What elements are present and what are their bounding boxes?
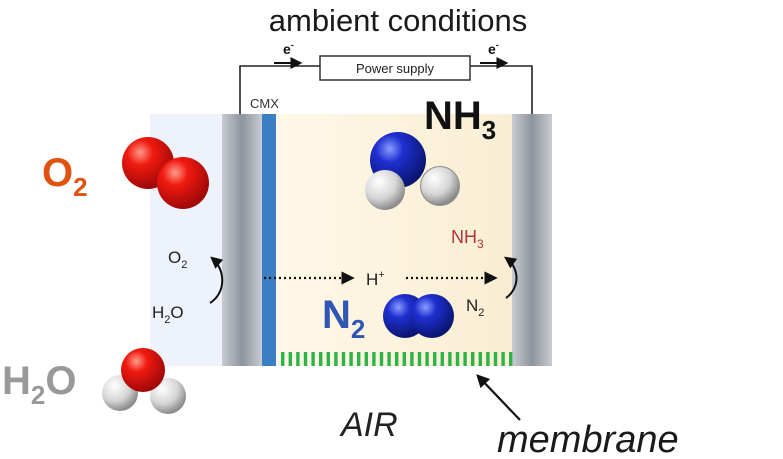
membrane-stripe [471,352,475,366]
membrane-stripe [334,352,338,366]
svg-text:e-: e- [488,40,499,57]
h2o-big-label: H2O [2,359,76,410]
membrane-stripe [357,352,361,366]
membrane-stripe [395,352,399,366]
air-membrane-stripes [281,352,513,366]
membrane-stripe [311,352,315,366]
membrane-stripe [364,352,368,366]
membrane-stripe [493,352,498,366]
membrane-stripe [448,352,452,366]
membrane-stripe [319,352,323,366]
cmx-membrane [262,114,276,366]
membrane-stripe [372,352,376,366]
membrane-stripe [410,352,414,366]
left-electrode [222,114,262,366]
power-supply-box [319,55,471,81]
curved-arrow-right-icon [504,256,518,299]
membrane-stripe [281,352,285,366]
n2-big-label: N2 [322,293,365,344]
membrane-stripe [425,352,429,366]
membrane-stripe [486,352,490,366]
electron-right: e- [480,40,509,69]
proton-label: H+ [366,269,385,289]
membrane-stripe [478,352,482,366]
title: ambient conditions [269,3,528,38]
nh3-molecule-icon [365,132,460,210]
membrane-stripe [349,352,353,366]
membrane-stripe [455,352,460,366]
nh3-small-label: NH3 [451,227,484,251]
o2-big-label: O2 [42,151,88,202]
membrane-stripe [463,352,467,366]
membrane-stripe [296,352,300,366]
membrane-stripe [387,352,391,366]
membrane-label: membrane [497,419,679,459]
h2o-small-label: H2O [152,303,184,326]
svg-text:e-: e- [283,40,294,57]
membrane-stripe [501,352,505,366]
power-supply-label: Power supply [356,61,435,76]
membrane-stripe [341,352,346,366]
membrane-stripe [288,352,292,366]
h2o-molecule-icon [102,348,186,414]
membrane-pointer-arrow-icon [476,374,521,421]
electron-left: e- [274,40,303,69]
n2-molecule-icon [383,294,454,338]
curved-arrow-left-icon [209,256,224,304]
membrane-stripe [303,352,308,366]
membrane-stripe [326,352,330,366]
membrane-stripe [379,352,384,366]
o2-molecule-icon [122,137,209,209]
nh3-big-label: NH3 [424,94,496,145]
right-electrode [512,114,552,366]
n2-small-label: N2 [466,296,484,319]
membrane-stripe [440,352,444,366]
o2-small-label: O2 [168,248,187,271]
membrane-stripe [433,352,437,366]
cmx-label: CMX [250,96,279,111]
membrane-stripe [417,352,422,366]
air-label: AIR [339,406,398,444]
membrane-stripe [509,352,513,366]
membrane-stripe [402,352,406,366]
